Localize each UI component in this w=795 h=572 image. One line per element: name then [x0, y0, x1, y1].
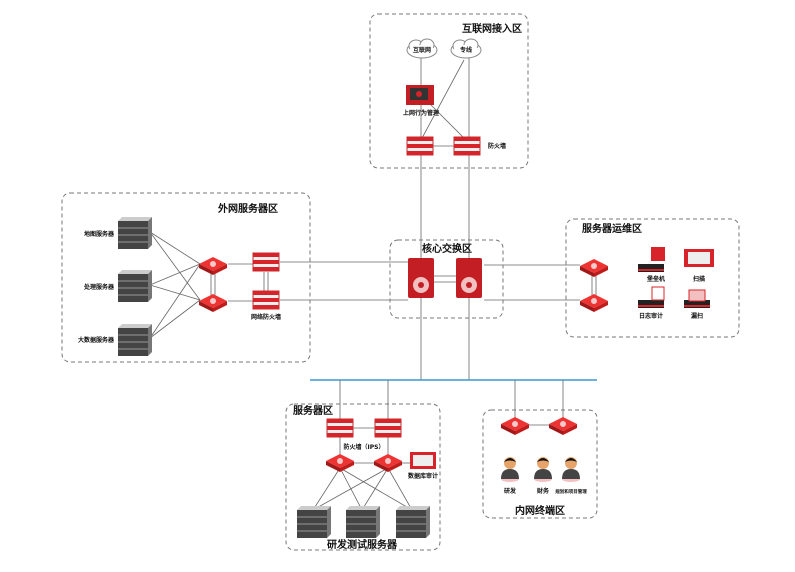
zone-core-title: 核心交换区 — [422, 242, 472, 255]
ops-device-label: 日志审计 — [639, 312, 663, 320]
user-label: 研发 — [504, 487, 516, 495]
ops-device-label: 堡垒机 — [647, 275, 665, 283]
behavior-label: 上网行为管理 — [403, 109, 439, 117]
scanner-screen — [688, 252, 710, 264]
server-icon — [345, 505, 381, 539]
switch-icon — [199, 294, 227, 312]
cloud-line-label: 专线 — [460, 46, 472, 54]
ips-firewall-label: 防火墙（IPS） — [344, 443, 385, 451]
server-label: 大数据服务器 — [78, 336, 115, 344]
connections — [149, 55, 597, 511]
switch-icon — [549, 417, 577, 435]
zone-ops-title: 服务器运维区 — [582, 222, 642, 235]
zone-core — [389, 239, 504, 319]
user-icon — [534, 457, 552, 482]
server-label: 地图服务器 — [84, 230, 115, 238]
log-doc-icon — [651, 286, 665, 301]
zone-intranet-title: 内网终端区 — [515, 504, 565, 517]
zone-servers-title: 服务器区 — [293, 404, 333, 417]
firewall-icon — [374, 418, 402, 438]
switch-icon — [580, 294, 608, 312]
server-icon — [117, 216, 153, 250]
internet-firewall-label: 防火墙 — [488, 142, 506, 150]
firewall-icon — [453, 136, 481, 156]
it-badge-icon — [651, 247, 665, 261]
zone-internet-title: 互联网接入区 — [462, 22, 522, 35]
vuln-screen — [688, 289, 706, 302]
firewall-icon — [252, 252, 280, 272]
core-switch-icon — [456, 258, 482, 298]
db-audit-label: 数据库审计 — [408, 472, 438, 480]
zone-ops — [565, 218, 740, 338]
user-label: 规划和项目管理 — [555, 488, 587, 495]
zone-intranet — [482, 409, 598, 519]
zone-outer-title: 外网服务器区 — [217, 202, 278, 215]
server-icon — [296, 505, 332, 539]
cloud-internet-label: 互联网 — [413, 46, 431, 54]
zone-outer-servers — [61, 192, 311, 363]
server-label: 处理服务器 — [83, 283, 115, 291]
ops-device-label: 扫描 — [693, 275, 705, 283]
behavior-management-icon — [406, 85, 434, 105]
bastion-host-icon — [638, 264, 664, 272]
server-icon — [395, 505, 431, 539]
outer-firewall-label: 网络防火墙 — [251, 313, 281, 321]
rd-servers-title: 研发测试服务器 — [327, 538, 398, 551]
user-icon — [501, 457, 519, 482]
switch-icon — [501, 417, 529, 435]
core-switch-icon — [408, 258, 434, 298]
firewall-icon — [406, 136, 434, 156]
user-label: 财务 — [536, 487, 550, 495]
switch-icon — [580, 259, 608, 277]
server-icon — [117, 323, 153, 357]
zone-internet — [369, 13, 529, 169]
switch-icon — [199, 257, 227, 275]
switch-icon — [374, 454, 402, 472]
log-audit-icon — [638, 300, 664, 308]
db-audit-icon — [410, 452, 436, 469]
server-icon — [117, 269, 153, 303]
user-icon — [562, 457, 580, 482]
firewall-icon — [252, 290, 280, 310]
switch-icon — [326, 454, 354, 472]
ops-device-label: 漏扫 — [691, 312, 703, 320]
firewall-icon — [326, 418, 354, 438]
